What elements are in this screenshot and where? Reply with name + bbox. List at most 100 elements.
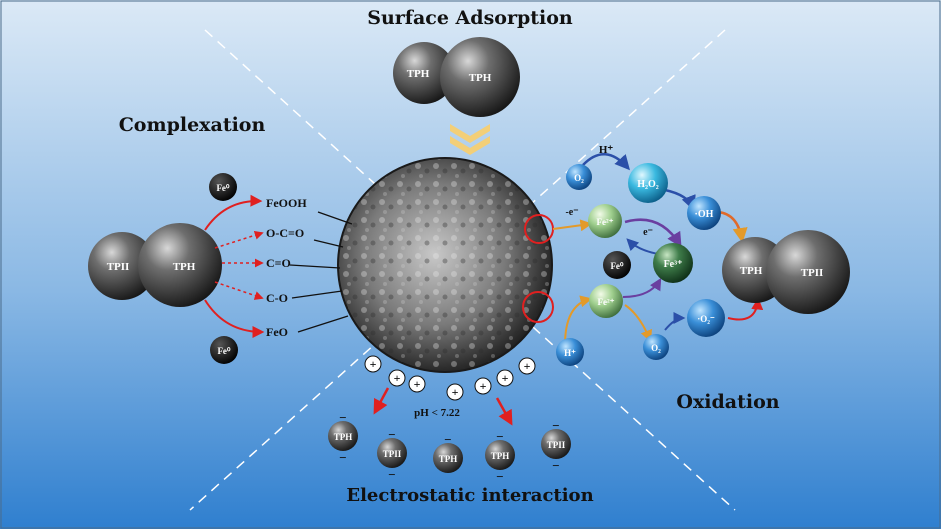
plus-charge: + [446,383,464,401]
arrow-o2-h2o2 [582,153,630,171]
h2o2-sphere [628,163,668,203]
arrow-electron [552,219,593,232]
arrow-fe2-fe3-lower [622,277,662,298]
plus-charge: + [474,377,492,395]
group-co-single: C-O [266,291,288,305]
superoxide-sphere [687,299,725,337]
tph-label: TPII [801,267,824,279]
svg-text:+: + [502,371,509,385]
positive-charges: + + + + + + + [364,355,536,401]
sem-outline [337,157,553,373]
group-ocoo: O-C=O [266,226,304,240]
adsorption-chevrons [450,124,490,155]
label-electron: -e⁻ [565,207,578,218]
plus-charge: + [408,375,426,393]
fe2-sphere [589,284,623,318]
minus-charge: − [388,467,395,482]
group-co-double: C=O [266,256,291,270]
ph-label: pH < 7.22 [414,407,460,419]
arrow-feo [204,299,265,338]
oxidation-arrows [552,153,764,346]
svg-text:+: + [394,371,401,385]
pointer-line [289,264,341,269]
h-plus-sphere [556,338,584,366]
arrow-fe2-o2 [624,304,653,343]
minus-charge: − [552,418,559,433]
sem-particle [337,157,553,373]
plus-charge: + [518,357,536,375]
tph-label: TPII [547,440,566,450]
pointer-line [317,211,353,225]
tph-sphere [88,232,156,300]
tph-label: TPH [173,261,196,273]
tph-pair-left: TPII TPH [88,223,222,307]
tph-sphere [138,223,222,307]
plus-charge: + [388,369,406,387]
svg-text:+: + [452,385,459,399]
complexation-arrows [204,194,265,338]
fe3-sphere [653,243,693,283]
pointer-line [313,239,344,248]
arrow-oh-tph [717,210,748,243]
tph-label: TPH [334,432,353,442]
svg-text:+: + [524,359,531,373]
tph-label: TPH [469,72,492,84]
fe0-label: Fe⁰ [217,346,230,356]
tph-label: TPH [407,68,430,80]
label-fe0: Fe⁰ [610,261,623,271]
tph-sphere [766,230,850,314]
label-h-plus-ball: H⁺ [564,348,576,358]
label-h-plus: H⁺ [599,144,614,156]
title-oxidation: Oxidation [676,391,779,413]
tph-label: TPH [439,454,458,464]
fe2-sphere [588,204,622,238]
tph-small-5: TPII − − [541,418,571,473]
minus-charge: − [339,450,346,465]
o2-sphere [566,164,592,190]
tph-sphere [440,37,520,117]
svg-text:+: + [414,377,421,391]
label-superoxide: ·O₂⁻ [697,314,715,324]
highlight-circle [522,291,554,323]
group-feooh: FeOOH [266,196,307,210]
label-h2o2: H₂O₂ [637,179,659,190]
fe0-label: Fe⁰ [216,183,229,193]
tph-sphere [433,443,463,473]
tph-sphere [541,429,571,459]
fe0-sphere [603,251,631,279]
tph-sphere [485,440,515,470]
label-oh-radical: ·OH [695,209,714,220]
group-feo: FeO [266,325,288,339]
tph-small-3: TPH − [433,432,463,473]
tph-pair-top: TPH TPH [393,37,520,117]
tph-sphere [393,42,455,104]
minus-charge: − [388,427,395,442]
fe0-sphere [210,336,238,364]
label-o2: O₂ [651,343,661,353]
tph-small-4: TPH − − [485,429,515,484]
label-fe2: Fe²⁺ [598,297,615,307]
sem-texture [338,158,552,372]
minus-charge: − [496,469,503,484]
tph-label: TPII [383,449,402,459]
arrow-o2-superoxide [664,312,686,331]
pointer-line [297,315,349,333]
o2-sphere [643,334,669,360]
tph-sphere [377,438,407,468]
title-surface-adsorption: Surface Adsorption [367,7,573,29]
arrow-attraction-right [495,397,513,426]
label-electron-2: e⁻ [643,227,653,238]
pointer-line [291,290,343,299]
arrow-attraction-left [373,387,390,415]
plus-charge: + [364,355,382,373]
arrow-superoxide-tph [727,297,764,321]
arrow-fe2-fe3 [624,218,682,248]
tph-small-1: TPH − − [328,410,358,465]
tph-label: TPII [107,261,130,273]
chevron-down-icon [450,136,490,155]
oh-radical-sphere [687,196,721,230]
pointer-lines [289,211,353,333]
